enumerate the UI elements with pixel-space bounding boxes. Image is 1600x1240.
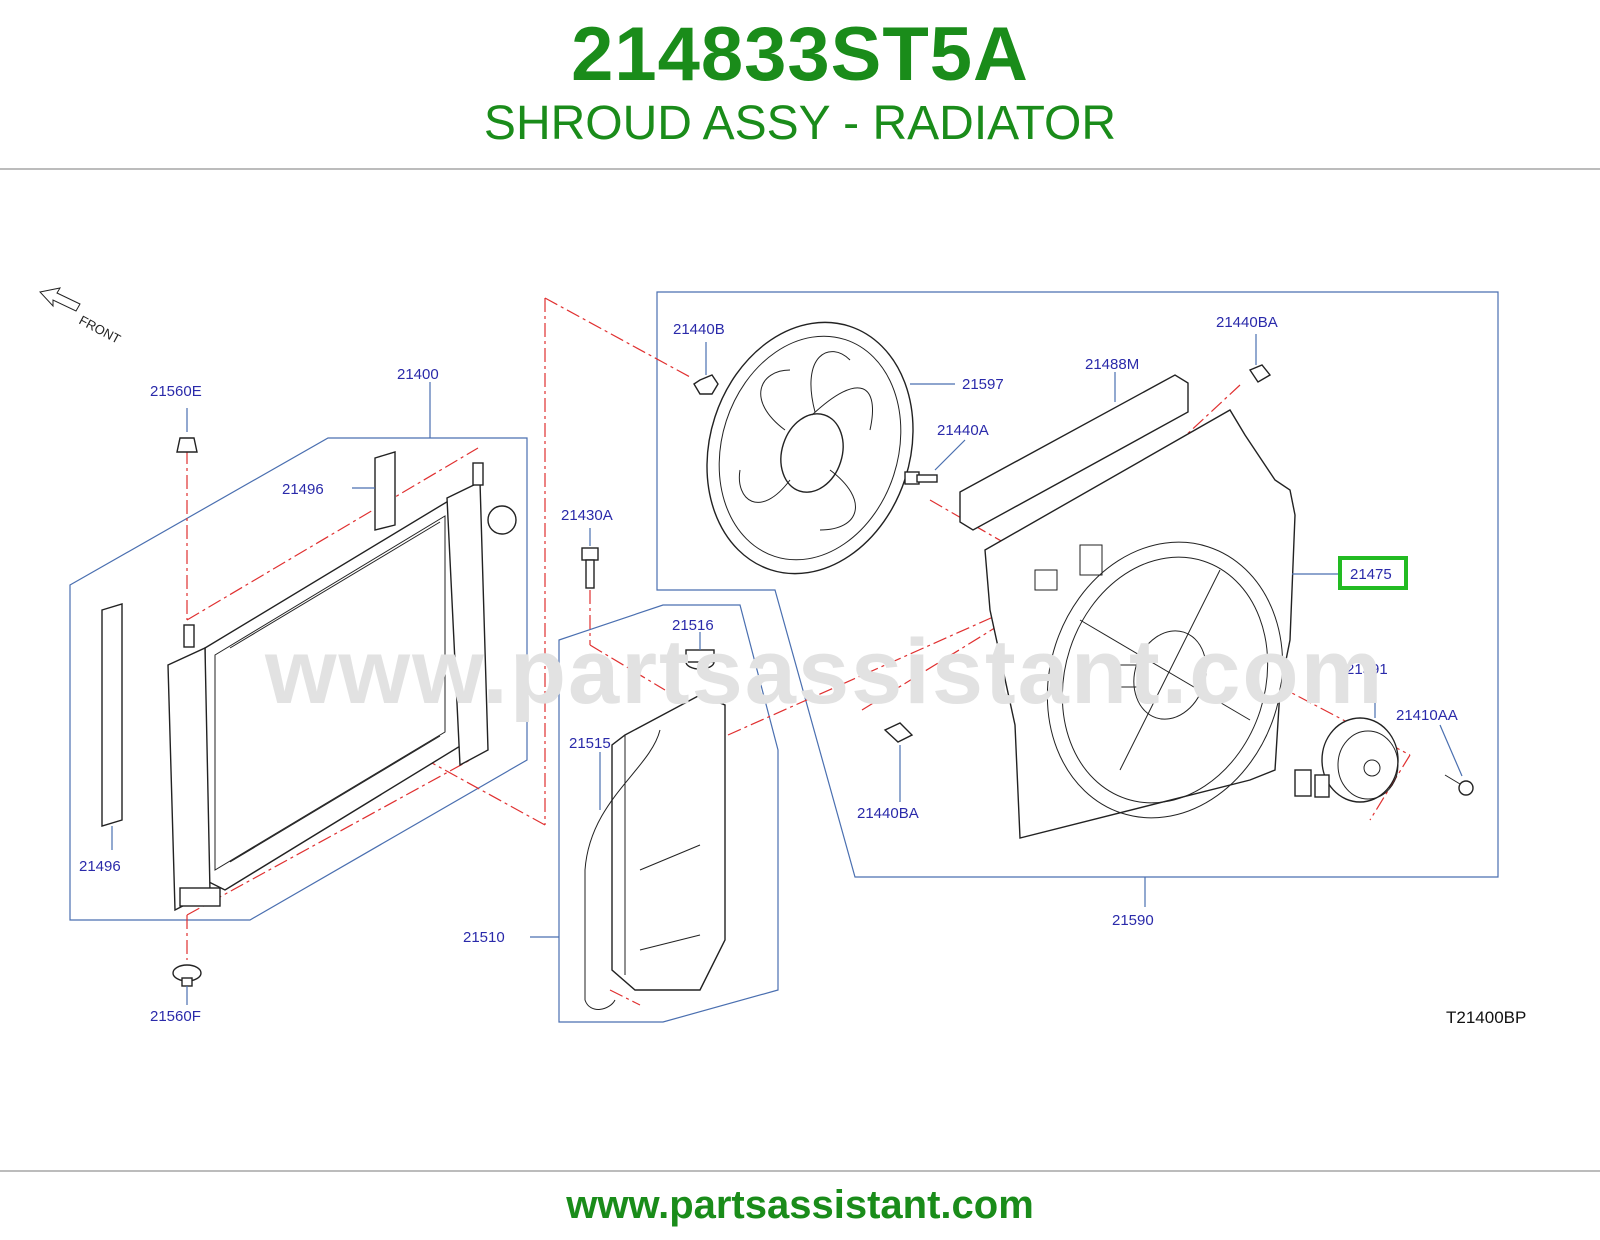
parts-diagram: www.partsassistant.com FRONT: [0, 170, 1600, 1170]
mount-21560e: [176, 437, 198, 453]
callout-21560f[interactable]: 21560F: [150, 1008, 201, 1025]
reservoir-group-box: [558, 604, 779, 1023]
callout-21400[interactable]: 21400: [397, 366, 439, 383]
callout-21488m[interactable]: 21488M: [1085, 356, 1139, 373]
clip-21440ba-lower: [883, 722, 914, 743]
callout-21440b[interactable]: 21440B: [673, 321, 725, 338]
part-number: 214833ST5A: [571, 12, 1029, 97]
cooling-fan-21597: [706, 321, 914, 575]
seal-21496-upper: [374, 451, 396, 531]
reservoir-tank-21510: [584, 694, 726, 1010]
front-label: FRONT: [77, 312, 124, 346]
part-title: SHROUD ASSY - RADIATOR: [483, 97, 1117, 150]
callout-21590[interactable]: 21590: [1112, 912, 1154, 929]
callout-21516[interactable]: 21516: [672, 617, 714, 634]
fan-motor-21591: [1294, 717, 1399, 803]
mount-21560f: [172, 964, 202, 987]
diagram-drawing: FRONT: [39, 287, 1526, 1027]
callout-21410aa[interactable]: 21410AA: [1396, 707, 1458, 724]
seal-strip-21488m: [959, 374, 1189, 531]
clip-21440ba-upper: [1248, 364, 1272, 383]
callout-21496-upper[interactable]: 21496: [282, 481, 324, 498]
callout-21597[interactable]: 21597: [962, 376, 1004, 393]
callout-21591[interactable]: 21591: [1346, 661, 1388, 678]
reference-code: T21400BP: [1446, 1008, 1526, 1027]
callout-21440ba-upper[interactable]: 21440BA: [1216, 314, 1278, 331]
callout-21560e[interactable]: 21560E: [150, 383, 202, 400]
callout-21440a[interactable]: 21440A: [937, 422, 989, 439]
fan-shroud-group-box: [656, 291, 1499, 878]
callout-21475[interactable]: 21475: [1350, 566, 1392, 583]
watermark: www.partsassistant.com: [265, 621, 1385, 723]
callout-21440ba-lower[interactable]: 21440BA: [857, 805, 919, 822]
callout-21515[interactable]: 21515: [569, 735, 611, 752]
highlight-box: [1338, 556, 1408, 590]
front-arrow-icon: [39, 287, 81, 312]
reservoir-cap-21516: [685, 649, 715, 670]
callout-21496-lower[interactable]: 21496: [79, 858, 121, 875]
callout-21510[interactable]: 21510: [463, 929, 505, 946]
radiator-21400: [167, 462, 517, 912]
callout-21430a[interactable]: 21430A: [561, 507, 613, 524]
fan-shroud-21475: [984, 409, 1296, 839]
radiator-group-box: [69, 437, 528, 921]
bolt-21440a: [904, 471, 938, 485]
seal-21496-lower: [101, 603, 123, 827]
header-divider: [0, 168, 1600, 170]
bolt-21430a: [581, 547, 599, 589]
footer-divider: [0, 1170, 1600, 1172]
page-header: 214833ST5A SHROUD ASSY - RADIATOR: [0, 0, 1600, 170]
screw-21410aa: [1444, 774, 1474, 796]
footer-url[interactable]: www.partsassistant.com: [566, 1183, 1034, 1227]
nut-21440b: [693, 374, 719, 395]
